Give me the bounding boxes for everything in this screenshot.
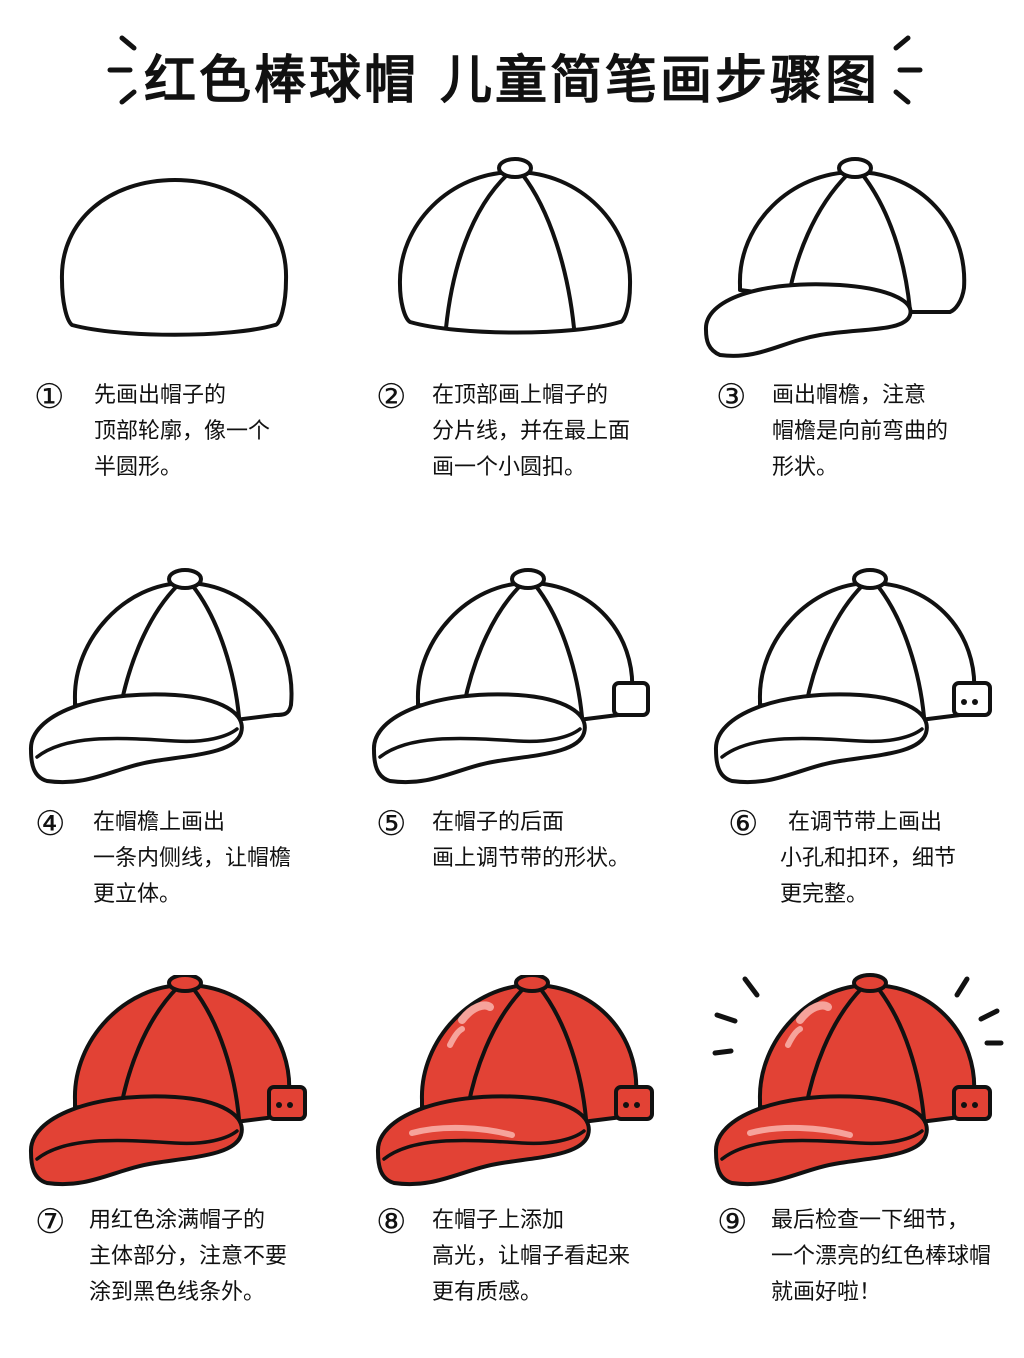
- step-text-line: 画一个小圆扣。: [432, 455, 587, 480]
- step-text-line: 半圆形。: [94, 455, 183, 480]
- step-text-line: 小孔和扣环，细节: [780, 846, 957, 871]
- cap-dome-outline-icon: [59, 178, 289, 337]
- left-sparkle-icon: [107, 35, 137, 105]
- step-text-line: 更完整。: [780, 882, 869, 907]
- step-text-line: 更有质感。: [432, 1280, 543, 1305]
- red-cap-filled-icon: [28, 975, 307, 1187]
- step-text-line: 在调节带上画出: [788, 810, 943, 835]
- step-8: ⑧ 在帽子上添加 高光，让帽子看起来 更有质感。: [372, 975, 712, 1315]
- step-6: ⑥ 在调节带上画出 小孔和扣环，细节 更完整。: [710, 565, 1024, 915]
- step-text-line: 更立体。: [93, 882, 182, 907]
- step-text-line: 一个漂亮的红色棒球帽: [771, 1244, 992, 1269]
- shine-lines-icon: [712, 976, 1004, 1056]
- cap-strap-outline-icon: [371, 568, 650, 785]
- cap-strap-holes-icon: [713, 568, 992, 785]
- step-text-line: 形状。: [772, 455, 839, 480]
- step-number: ⑦: [35, 1202, 66, 1242]
- step-7: ⑦ 用红色涂满帽子的 主体部分，注意不要 涂到黑色线条外。: [25, 975, 365, 1315]
- step-number: ⑨: [717, 1202, 748, 1242]
- step-text-line: 画上调节带的形状。: [432, 846, 631, 871]
- page-title: 红色棒球帽 儿童简笔画步骤图: [143, 51, 881, 111]
- step-number: ④: [35, 804, 66, 844]
- step-text-line: 在帽檐上画出: [93, 810, 226, 835]
- step-text-line: 主体部分，注意不要: [89, 1244, 288, 1269]
- step-text-line: 画出帽檐，注意: [772, 383, 927, 408]
- step-text-line: 就画好啦！: [771, 1280, 882, 1305]
- cap-panels-outline-icon: [397, 157, 633, 335]
- cap-brim-inner-line-icon: [28, 568, 294, 785]
- step-number: ⑤: [376, 804, 407, 844]
- step-1: ① 先画出帽子的 顶部轮廓，像一个 半圆形。: [30, 160, 370, 490]
- step-number: ⑥: [728, 804, 759, 844]
- step-number: ②: [376, 377, 407, 417]
- step-5: ⑤ 在帽子的后面 画上调节带的形状。: [368, 565, 708, 915]
- step-text-line: 在帽子的后面: [432, 810, 565, 835]
- step-text-line: 用红色涂满帽子的: [89, 1208, 266, 1233]
- step-2: ② 在顶部画上帽子的 分片线，并在最上面 画一个小圆扣。: [370, 150, 710, 490]
- step-text-line: 帽檐是向前弯曲的: [772, 419, 949, 444]
- step-text-line: 在顶部画上帽子的: [432, 383, 609, 408]
- step-number: ③: [716, 377, 747, 417]
- red-cap-highlight-icon: [375, 975, 654, 1187]
- step-text-line: 顶部轮廓，像一个: [94, 419, 271, 444]
- step-9: ⑨ 最后检查一下细节， 一个漂亮的红色棒球帽 就画好啦！: [705, 965, 1024, 1315]
- step-3: ③ 画出帽檐，注意 帽檐是向前弯曲的 形状。: [700, 150, 1024, 490]
- step-text-line: 一条内侧线，让帽檐: [93, 846, 292, 871]
- step-number: ⑧: [376, 1202, 407, 1242]
- title-area: 红色棒球帽 儿童简笔画步骤图: [0, 0, 1024, 140]
- step-number: ①: [34, 377, 65, 417]
- cap-brim-outline-icon: [703, 157, 967, 358]
- step-4: ④ 在帽檐上画出 一条内侧线，让帽檐 更立体。: [25, 565, 365, 915]
- step-text-line: 先画出帽子的: [94, 383, 227, 408]
- step-text-line: 高光，让帽子看起来: [432, 1244, 631, 1269]
- step-text-line: 分片线，并在最上面: [432, 419, 631, 444]
- red-cap-finished-icon: [712, 973, 1004, 1187]
- step-text-line: 最后检查一下细节，: [771, 1208, 970, 1233]
- step-text-line: 涂到黑色线条外。: [89, 1280, 266, 1305]
- right-sparkle-icon: [893, 35, 923, 105]
- step-text-line: 在帽子上添加: [432, 1208, 565, 1233]
